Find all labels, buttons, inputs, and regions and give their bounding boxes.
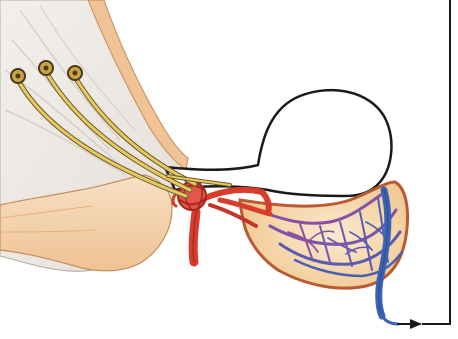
- feedback-loop-line: [422, 0, 450, 324]
- neuron-cell-body-icon: [11, 69, 25, 83]
- arrow-head-icon: [410, 319, 422, 329]
- neuron-cell-body-icon: [39, 61, 53, 75]
- neuron-cell-body-icon: [68, 66, 82, 80]
